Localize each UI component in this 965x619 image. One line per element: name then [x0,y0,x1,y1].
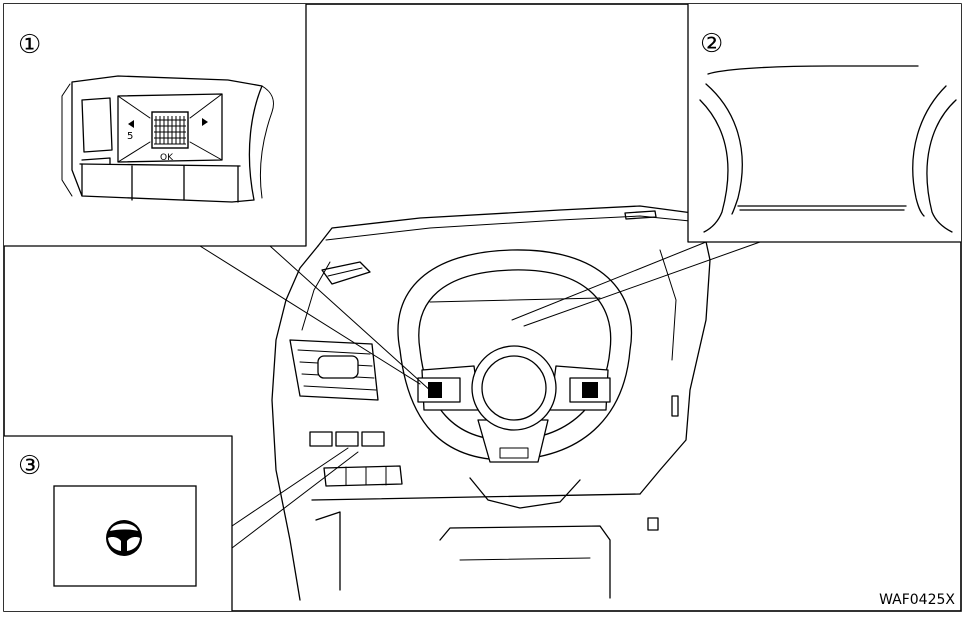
dash-switch [335,431,359,447]
leader-line-3b [231,451,359,549]
vent-louver [303,385,377,391]
vent-knob [317,355,359,379]
left-air-vent [289,339,379,401]
display-right-curve-inner [912,85,947,217]
small-button [647,517,659,531]
detail-panel-3-frame [3,435,233,612]
cluster-top-line [429,297,601,303]
dashboard-left-contour [271,245,319,601]
dashboard-left-inner [301,261,331,331]
lower-switch-dividers [345,466,387,486]
dash-switch [309,431,333,447]
switch-ok-label: OK [160,153,174,163]
switch-arrow-left-icon [128,120,134,128]
steering-wheel-icon [106,520,142,556]
switch-left-symbol: 5 [127,131,133,142]
dashboard-top-edge [317,205,701,247]
switch-row-dividers [81,163,239,203]
leader-line-1a [199,245,421,385]
left-wheel-switch-scroll [428,382,442,398]
leader-line-1b [269,245,433,393]
display-left-curve-outer [699,99,729,233]
dashboard-drawing [271,205,711,601]
switch-row-lip [81,157,111,165]
right-wheel-switch-scroll [582,382,598,398]
lower-console-line [459,557,591,561]
display-left-curve-inner [705,83,743,215]
display-top [707,65,919,75]
figure-code: WAF0425X [879,592,955,608]
display-right-curve-outer [926,99,957,233]
dashboard-top-edge-inner [325,215,701,241]
switch-housing-edge [61,83,73,197]
detail-panel-2: ② [511,3,962,327]
switch-scroll-wheel [151,111,189,149]
switch-housing-right-edge [260,85,275,199]
steering-hub-airbag [481,355,547,421]
leader-line-3a [231,447,349,527]
switch-side-button [81,97,113,153]
callout-1-label: ① [18,30,41,60]
switch-row-top [79,163,241,167]
dashboard-speaker-slot [624,210,657,220]
knee-panel-top [311,493,641,501]
column-cover [469,477,581,509]
bottom-spoke-badge [499,447,529,459]
detail-panel-1-frame [3,3,307,247]
steering-wheel [397,249,632,463]
upper-left-vent-line [327,267,363,277]
detail-panel-1: ① 5 OK [3,3,433,393]
lower-console [439,525,611,599]
steering-hub [471,345,557,431]
callout-3-label: ③ [18,451,41,481]
upper-left-vent [321,261,371,285]
vent-louver [297,349,371,355]
knee-panel-left [315,511,341,591]
dash-switch [361,431,385,447]
switch-pad-diagonals [117,93,223,163]
scroll-wheel-knurl [155,116,185,144]
leader-line-2a [511,241,707,321]
leader-line-2b [523,241,761,327]
scroll-wheel-knurl-h [154,119,186,145]
switch-arrow-right-icon [202,118,208,126]
detail-panel-3: ③ [3,435,359,612]
dashboard-right-inner [659,249,677,361]
right-switch [671,395,679,417]
callout-2-label: ② [700,29,723,59]
detail-panel-2-frame [687,3,962,243]
detail-panel-2-bg [688,4,961,242]
lower-switch-panel [323,465,403,487]
